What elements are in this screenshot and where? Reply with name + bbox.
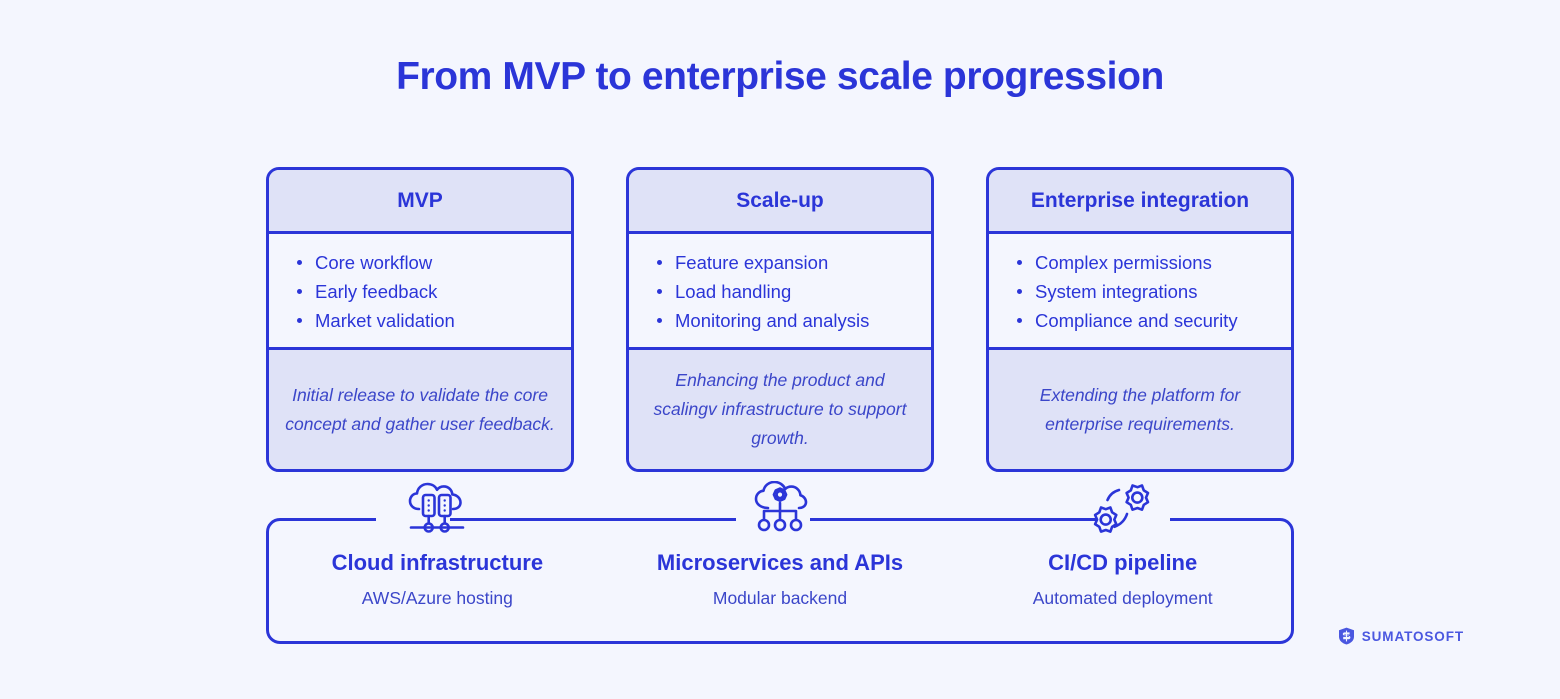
list-item-label: Complex permissions [1035,252,1212,273]
bullet-list: Core workflow Early feedback Market vali… [297,248,571,335]
bullet-dot-icon [297,260,302,265]
list-item-label: Core workflow [315,252,433,273]
stage-card-note: Extending the platform for enterprise re… [1039,384,1241,434]
stage-card-note: Initial release to validate the core con… [285,384,555,434]
list-item-label: System integrations [1035,281,1198,302]
bullet-dot-icon [1017,318,1022,323]
list-item: Complex permissions [1017,248,1291,277]
bullet-dot-icon [297,318,302,323]
bullet-list: Feature expansion Load handling Monitori… [657,248,931,335]
stage-card-header: Enterprise integration [989,170,1291,234]
stage-card-header: Scale-up [629,170,931,234]
page-title: From MVP to enterprise scale progression [396,55,1164,98]
stage-card-title: Scale-up [736,188,824,212]
stage-card-header: MVP [269,170,571,234]
list-item-label: Market validation [315,310,455,331]
list-item: System integrations [1017,277,1291,306]
gears-cycle-icon [1093,484,1149,533]
sumatosoft-logo: SUMATOSOFT [1338,627,1464,645]
list-item: Early feedback [297,277,571,306]
stage-cards-row: MVP Core workflow Early feedback Market … [266,167,1294,472]
stage-card-title: MVP [397,188,443,212]
bullet-dot-icon [1017,289,1022,294]
list-item-label: Compliance and security [1035,310,1238,331]
sumatosoft-shield-icon [1338,627,1354,645]
bullet-list: Complex permissions System integrations … [1017,248,1291,335]
list-item: Feature expansion [657,248,931,277]
cloud-gear-network-icon [754,481,808,532]
list-item: Compliance and security [1017,306,1291,335]
stage-card-scale-up: Scale-up Feature expansion Load handling… [626,167,934,472]
logo-text: SUMATOSOFT [1361,628,1464,644]
list-item: Market validation [297,306,571,335]
stage-card-footer: Extending the platform for enterprise re… [989,350,1291,469]
bullet-dot-icon [657,289,662,294]
bullet-dot-icon [297,289,302,294]
stage-card-enterprise-integration: Enterprise integration Complex permissio… [986,167,1294,472]
foundation-item-subtitle: Automated deployment [1032,588,1213,609]
foundation-item-cicd-pipeline: CI/CD pipeline Automated deployment [951,484,1294,644]
list-item: Monitoring and analysis [657,306,931,335]
bullet-dot-icon [657,260,662,265]
bullet-dot-icon [1017,260,1022,265]
list-item: Core workflow [297,248,571,277]
list-item-label: Monitoring and analysis [675,310,870,331]
list-item-label: Feature expansion [675,252,829,273]
foundation-item-title: CI/CD pipeline [1048,550,1198,575]
stage-card-body: Core workflow Early feedback Market vali… [269,234,571,350]
stage-card-note: Enhancing the product and scalingv infra… [653,370,907,448]
foundation-panel: Cloud infrastructure AWS/Azure hosting M… [266,481,1294,644]
foundation-item-cloud-infrastructure: Cloud infrastructure AWS/Azure hosting [266,482,609,644]
list-item-label: Load handling [675,281,792,302]
stage-card-body: Feature expansion Load handling Monitori… [629,234,931,350]
foundation-item-subtitle: AWS/Azure hosting [361,588,513,609]
foundation-item-title: Cloud infrastructure [331,550,544,575]
stage-card-mvp: MVP Core workflow Early feedback Market … [266,167,574,472]
foundation-item-microservices-and-apis: Microservices and APIs Modular backend [609,481,952,644]
stage-card-footer: Initial release to validate the core con… [269,350,571,469]
stage-card-footer: Enhancing the product and scalingv infra… [629,350,931,469]
stage-card-body: Complex permissions System integrations … [989,234,1291,350]
list-item: Load handling [657,277,931,306]
foundation-item-title: Microservices and APIs [656,550,904,575]
stage-card-title: Enterprise integration [1030,188,1250,212]
cloud-server-icon [409,482,465,533]
list-item-label: Early feedback [315,281,438,302]
bullet-dot-icon [657,318,662,323]
foundation-item-subtitle: Modular backend [712,588,848,609]
foundation-columns: Cloud infrastructure AWS/Azure hosting M… [266,481,1294,644]
